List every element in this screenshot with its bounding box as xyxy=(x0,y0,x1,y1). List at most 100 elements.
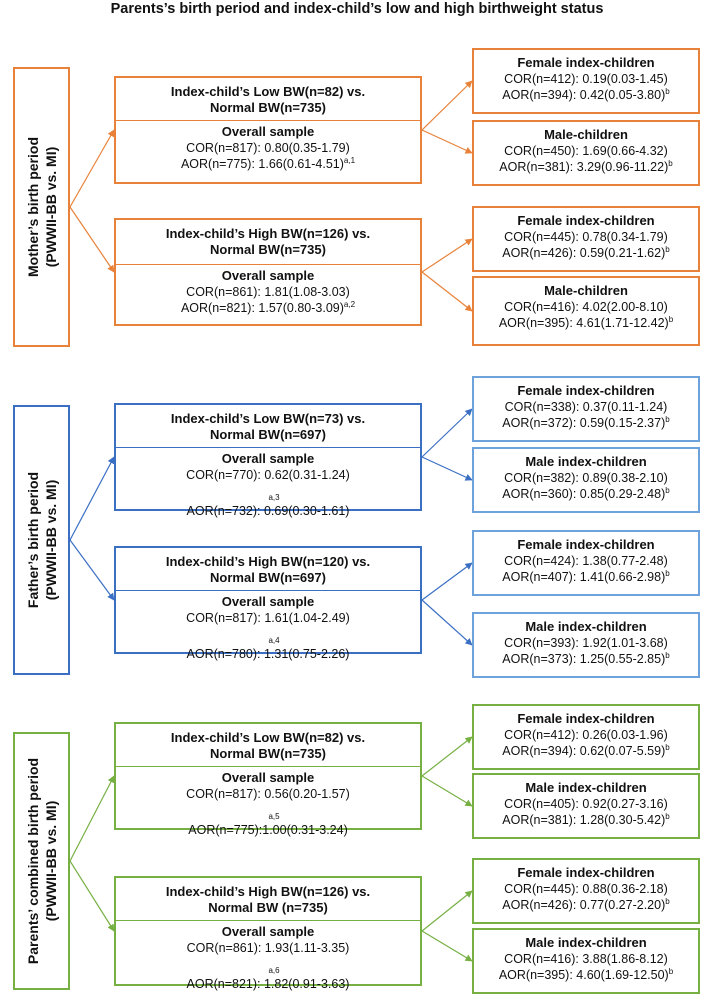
subgroup-title: Female index-children xyxy=(517,383,655,398)
subgroup-title: Male-children xyxy=(544,127,628,142)
side-label-line: (PWWII-BB vs. MI) xyxy=(42,146,59,268)
comparison-header-line: Index-child’s Low BW(n=73) vs. xyxy=(170,411,366,426)
aor-text: AOR(n=775):1.00(0.31-3.24) xyxy=(188,823,348,837)
aor-line: AOR(n=821): 1.57(0.80-3.09)a,2 xyxy=(116,300,420,316)
aor-text: AOR(n=775): 1.66(0.61-4.51) xyxy=(180,157,344,171)
subgroup-title: Male index-children xyxy=(525,935,647,950)
subgroup-title: Female index-children xyxy=(517,865,655,880)
arrow-to-comparison xyxy=(69,539,115,601)
footnote-marker: b xyxy=(665,811,670,821)
subgroup-cor: COR(n=338): 0.37(0.11-1.24) xyxy=(504,400,668,414)
comparison-header-line: Normal BW(n=735) xyxy=(210,100,326,115)
subgroup-cor: COR(n=416): 3.88(1.86-8.12) xyxy=(504,952,668,966)
subgroup-aor-text: AOR(n=360): 0.85(0.29-2.48) xyxy=(502,487,666,501)
subgroup-aor: AOR(n=381): 1.28(0.30-5.42)b xyxy=(474,812,698,828)
subgroup-aor-text: AOR(n=395): 4.61(1.71-12.42) xyxy=(498,316,669,330)
subgroup-aor: AOR(n=394): 0.42(0.05-3.80)b xyxy=(474,87,698,103)
subgroup-cor: COR(n=412): 0.19(0.03-1.45) xyxy=(504,72,668,86)
arrow-to-comparison xyxy=(69,129,115,208)
divider xyxy=(116,120,420,121)
cor-line: COR(n=817): 0.56(0.20-1.57) a,5 xyxy=(116,786,420,821)
overall-sample-title: Overall sample xyxy=(221,451,315,466)
overall-sample-title: Overall sample xyxy=(221,924,315,939)
subgroup-aor-text: AOR(n=381): 1.28(0.30-5.42) xyxy=(502,813,666,827)
aor-text: AOR(n=821): 1.82(0.91-3.63) xyxy=(186,977,350,991)
subgroup-title: Male index-children xyxy=(525,454,647,469)
subgroup-aor-text: AOR(n=381): 3.29(0.96-11.22) xyxy=(499,160,669,174)
footnote-marker: a,6 xyxy=(268,965,280,975)
comparison-box-combined-0: Index-child’s Low BW(n=82) vs.Normal BW(… xyxy=(114,722,422,837)
subgroup-cor: COR(n=416): 4.02(2.00-8.10) xyxy=(504,300,668,314)
comparison-header: Index-child’s Low BW(n=82) vs.Normal BW(… xyxy=(116,724,420,762)
aor-line: AOR(n=732): 0.69(0.30-1.61) xyxy=(116,503,420,519)
footnote-marker: b xyxy=(665,742,670,752)
cor-line: COR(n=817): 0.80(0.35-1.79) xyxy=(116,140,420,156)
subgroup-title: Male index-children xyxy=(525,619,647,634)
subgroup-title: Female index-children xyxy=(517,55,655,70)
comparison-header: Index-child’s Low BW(n=73) vs.Normal BW(… xyxy=(116,405,420,443)
cor-text: COR(n=861): 1.93(1.11-3.35) xyxy=(186,941,350,955)
subgroup-aor: AOR(n=381): 3.29(0.96-11.22)b xyxy=(474,159,698,175)
arrow-to-subgroup xyxy=(421,736,473,777)
side-label-box-father: Father’s birth period(PWWII-BB vs. MI) xyxy=(13,405,70,675)
aor-text: AOR(n=780): 1.31(0.75-2.26) xyxy=(186,647,350,661)
side-label: Parents’ combined birth period(PWWII-BB … xyxy=(24,758,60,964)
comparison-header: Index-child’s High BW(n=120) vs.Normal B… xyxy=(116,548,420,586)
subgroup-aor: AOR(n=372): 0.59(0.15-2.37)b xyxy=(474,415,698,431)
cor-line: COR(n=817): 1.61(1.04-2.49)a,4 xyxy=(116,610,420,644)
footnote-marker: b xyxy=(668,966,674,976)
comparison-header-line: Normal BW(n=735) xyxy=(210,746,326,761)
arrow-to-subgroup xyxy=(421,930,473,962)
footnote-marker: a,1 xyxy=(343,155,356,165)
footnote-marker: b xyxy=(668,314,674,324)
subgroup-aor-text: AOR(n=395): 4.60(1.69-12.50) xyxy=(498,968,669,982)
divider xyxy=(116,920,420,921)
subgroup-aor: AOR(n=373): 1.25(0.55-2.85)b xyxy=(474,651,698,667)
comparison-header-line: Index-child’s Low BW(n=82) vs. xyxy=(170,730,366,745)
subgroup-aor-text: AOR(n=373): 1.25(0.55-2.85) xyxy=(502,652,666,666)
figure-title: Parents’s birth period and index-child’s… xyxy=(110,1,604,17)
subgroup-aor: AOR(n=395): 4.61(1.71-12.42)b xyxy=(474,315,698,331)
arrow-to-comparison xyxy=(69,456,115,541)
subgroup-cor: COR(n=405): 0.92(0.27-3.16) xyxy=(504,797,668,811)
footnote-marker: a,2 xyxy=(343,299,356,309)
cor-line: COR(n=861): 1.81(1.08-3.03) xyxy=(116,284,420,300)
comparison-header-line: Normal BW(n=697) xyxy=(210,427,326,442)
cor-text: COR(n=817): 0.56(0.20-1.57) xyxy=(186,787,350,801)
footnote-marker: a,3 xyxy=(268,492,280,502)
comparison-header: Index-child’s Low BW(n=82) vs.Normal BW(… xyxy=(116,78,420,116)
footnote-marker: b xyxy=(665,414,670,424)
arrow-to-subgroup xyxy=(421,271,473,312)
subgroup-aor: AOR(n=426): 0.77(0.27-2.20)b xyxy=(474,897,698,913)
aor-line: AOR(n=780): 1.31(0.75-2.26) xyxy=(116,646,420,662)
arrow-to-subgroup xyxy=(421,890,473,932)
footnote-marker: b xyxy=(665,650,670,660)
subgroup-aor-text: AOR(n=426): 0.77(0.27-2.20) xyxy=(502,898,666,912)
cor-line: COR(n=770): 0.62(0.31-1.24)a,3 xyxy=(116,467,420,502)
comparison-box-mother-1: Index-child’s High BW(n=126) vs.Normal B… xyxy=(114,218,422,326)
subgroup-aor: AOR(n=407): 1.41(0.66-2.98)b xyxy=(474,569,698,585)
divider xyxy=(116,766,420,767)
footnote-marker: a,5 xyxy=(268,811,280,821)
subgroup-cor: COR(n=445): 0.78(0.34-1.79) xyxy=(504,230,668,244)
aor-line: AOR(n=775): 1.66(0.61-4.51)a,1 xyxy=(116,156,420,172)
arrow-to-subgroup xyxy=(421,562,473,601)
subgroup-cor: COR(n=445): 0.88(0.36-2.18) xyxy=(504,882,668,896)
comparison-box-father-0: Index-child’s Low BW(n=73) vs.Normal BW(… xyxy=(114,403,422,518)
arrow-to-comparison xyxy=(69,775,115,862)
subgroup-title: Female index-children xyxy=(517,213,655,228)
